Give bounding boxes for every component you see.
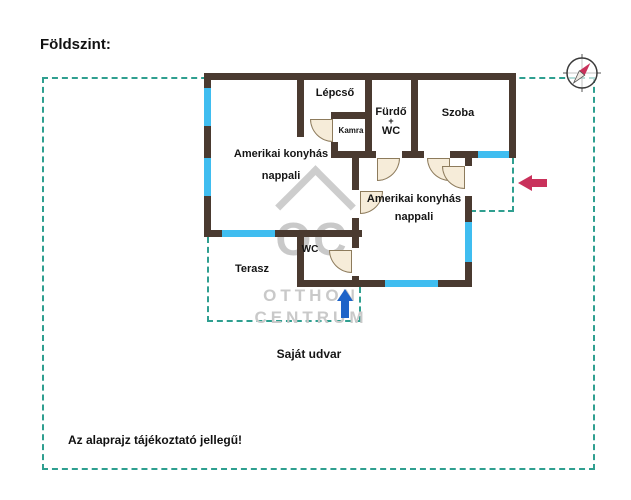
window-marker — [478, 151, 509, 158]
room-label-bathroom-line2: WC — [381, 125, 401, 137]
wall-segment — [465, 151, 472, 166]
wall-segment — [352, 276, 359, 287]
wall-segment — [297, 280, 472, 287]
entry-arrow-head — [518, 175, 532, 191]
wall-segment — [204, 73, 516, 80]
entry-arrow-icon — [518, 175, 548, 191]
wall-segment — [352, 151, 359, 190]
wall-segment — [331, 142, 338, 158]
terrace-boundary-dash — [359, 287, 361, 322]
wall-segment — [297, 230, 304, 287]
watermark-line1: OTTHON — [263, 286, 359, 305]
room-label-yard: Saját udvar — [276, 347, 342, 361]
window-marker — [385, 280, 438, 287]
room-label-living-left-line1: Amerikai konyhás — [233, 148, 329, 160]
disclaimer-text: Az alaprajz tájékoztató jellegű! — [68, 433, 243, 447]
wall-segment — [331, 112, 372, 119]
terrace-boundary-dash — [207, 320, 361, 322]
room-label-staircase: Lépcső — [315, 87, 355, 99]
room-label-bathroom-plus: + — [388, 116, 394, 126]
terrace-arrow-icon — [337, 289, 353, 319]
window-marker — [204, 158, 211, 196]
room-label-living-left-line2: nappali — [261, 170, 301, 182]
room-label-wc: WC — [301, 244, 319, 255]
compass-icon — [563, 54, 601, 92]
wall-segment — [411, 73, 418, 158]
entry-arrow-shaft — [532, 179, 547, 187]
terrace-boundary-dash — [207, 237, 209, 322]
wall-segment — [297, 73, 304, 137]
room-label-bedroom: Szoba — [441, 107, 475, 119]
entry-boundary-dash — [470, 210, 514, 212]
entry-boundary-dash — [512, 158, 514, 212]
wall-segment — [365, 73, 372, 158]
room-label-living-right-line1: Amerikai konyhás — [366, 193, 462, 205]
room-label-bathroom: Fürdő + WC — [375, 106, 406, 137]
wall-segment — [509, 73, 516, 158]
room-label-pantry: Kamra — [338, 126, 364, 135]
window-marker — [204, 88, 211, 126]
window-marker — [222, 230, 275, 237]
page-title: Földszint: — [40, 36, 111, 53]
wall-segment — [297, 230, 362, 237]
room-label-living-right-line2: nappali — [394, 211, 434, 223]
window-marker — [465, 222, 472, 262]
wall-segment — [402, 151, 424, 158]
terrace-arrow-shaft — [341, 301, 349, 318]
wall-segment — [204, 73, 211, 237]
terrace-arrow-head — [337, 289, 353, 301]
room-label-terrace: Terasz — [234, 263, 270, 275]
room-label-bathroom-line1: Fürdő — [375, 106, 407, 118]
wall-segment — [352, 218, 359, 248]
watermark-line2: CENTRUM — [254, 308, 368, 327]
